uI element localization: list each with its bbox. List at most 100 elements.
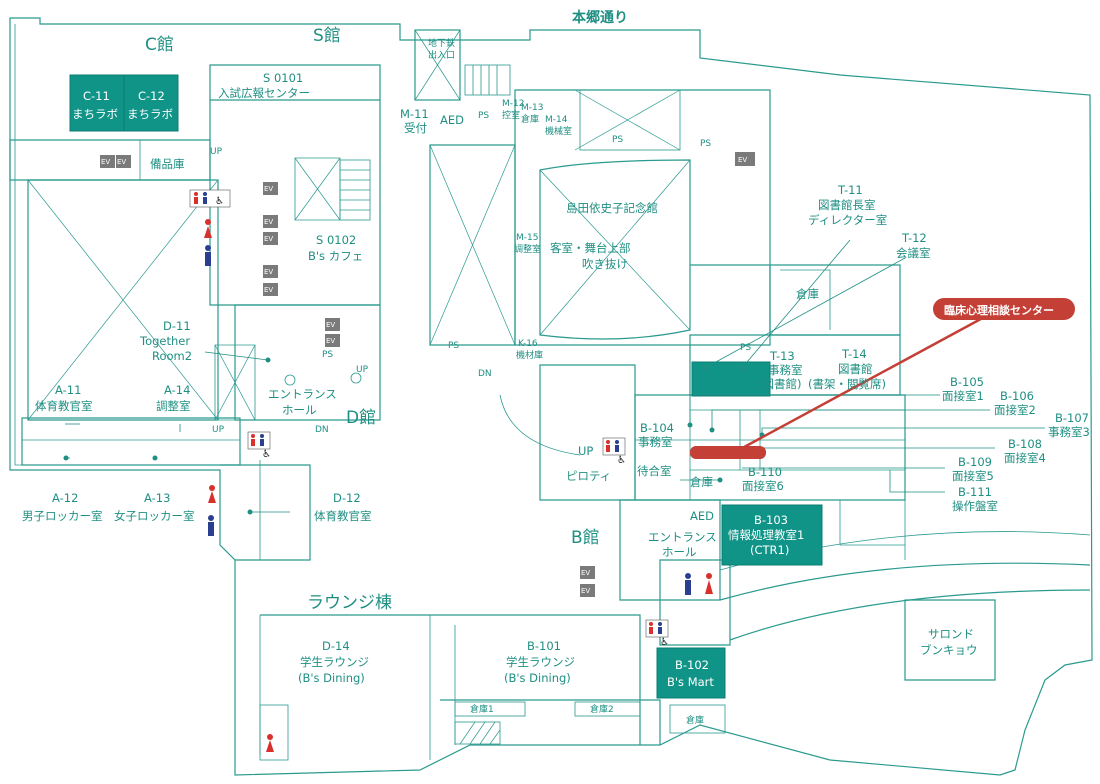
room-b102[interactable] bbox=[656, 647, 726, 699]
wheelchair-icon: ♿ bbox=[262, 449, 271, 460]
wheelchair-icon: ♿ bbox=[215, 196, 224, 207]
elevator-icon: EV bbox=[263, 182, 278, 195]
male-icon bbox=[208, 515, 214, 536]
svg-text:まちラボ: まちラボ bbox=[127, 107, 173, 121]
svg-text:A-14: A-14 bbox=[164, 383, 190, 397]
svg-text:♿: ♿ bbox=[617, 455, 626, 466]
svg-text:Together: Together bbox=[139, 334, 190, 348]
street-label: 本郷通り bbox=[572, 9, 628, 26]
male-icon bbox=[205, 245, 211, 266]
svg-text:客室・舞台上部: 客室・舞台上部 bbox=[550, 241, 631, 255]
svg-text:EV: EV bbox=[264, 235, 273, 243]
female-icon bbox=[208, 485, 216, 503]
svg-text:EV: EV bbox=[738, 156, 747, 164]
restroom-icon bbox=[189, 189, 231, 208]
svg-text:D-11: D-11 bbox=[163, 319, 191, 333]
building-s-label: S館 bbox=[313, 26, 341, 46]
male-icon bbox=[685, 573, 691, 595]
elevator-icon: EV bbox=[580, 584, 595, 597]
svg-text:体育教官室: 体育教官室 bbox=[314, 509, 372, 523]
svg-text:面接室4: 面接室4 bbox=[1004, 451, 1046, 465]
elevator-icon: EV bbox=[116, 155, 131, 168]
svg-text:Room2: Room2 bbox=[152, 349, 192, 363]
clinical-center-callout[interactable]: 臨床心理相談センター bbox=[690, 298, 1075, 459]
svg-text:AED: AED bbox=[440, 113, 464, 127]
svg-text:T-11: T-11 bbox=[837, 183, 863, 197]
svg-text:B-107: B-107 bbox=[1055, 411, 1089, 425]
svg-text:B-105: B-105 bbox=[950, 375, 984, 389]
svg-text:EV: EV bbox=[581, 569, 590, 577]
svg-text:T-14: T-14 bbox=[841, 347, 867, 361]
svg-text:A-12: A-12 bbox=[52, 491, 78, 505]
restroom-icon bbox=[247, 431, 271, 450]
svg-text:(図書館): (図書館) bbox=[758, 377, 801, 391]
svg-text:♿: ♿ bbox=[262, 449, 271, 460]
room-b103[interactable] bbox=[721, 504, 823, 566]
svg-text:B-104: B-104 bbox=[640, 421, 674, 435]
svg-text:待合室: 待合室 bbox=[637, 464, 672, 478]
svg-text:まちラボ: まちラボ bbox=[72, 107, 118, 121]
svg-text:男子ロッカー室: 男子ロッカー室 bbox=[22, 509, 103, 523]
svg-text:出入口: 出入口 bbox=[428, 49, 455, 61]
svg-text:M-13: M-13 bbox=[521, 103, 543, 113]
building-b-label: B館 bbox=[571, 528, 600, 548]
elevator-icon: EV bbox=[263, 265, 278, 278]
svg-text:T-12: T-12 bbox=[901, 231, 927, 245]
elevator-icon: EV bbox=[263, 215, 278, 228]
svg-text:地下鉄: 地下鉄 bbox=[428, 37, 455, 49]
svg-text:EV: EV bbox=[117, 158, 126, 166]
svg-text:M-12: M-12 bbox=[502, 99, 524, 109]
svg-text:UP: UP bbox=[210, 147, 223, 157]
svg-text:D-14: D-14 bbox=[322, 639, 350, 653]
svg-text:♿: ♿ bbox=[660, 637, 669, 648]
elevator-icon: EV bbox=[263, 232, 278, 245]
svg-text:面接室6: 面接室6 bbox=[742, 479, 784, 493]
svg-text:ディレクター室: ディレクター室 bbox=[808, 213, 887, 227]
female-icon bbox=[705, 573, 713, 594]
svg-text:EV: EV bbox=[264, 286, 273, 294]
svg-text:操作盤室: 操作盤室 bbox=[952, 499, 998, 513]
svg-text:学生ラウンジ: 学生ラウンジ bbox=[300, 655, 369, 669]
svg-text:M-15: M-15 bbox=[516, 233, 538, 243]
svg-text:EV: EV bbox=[264, 185, 273, 193]
svg-text:B-111: B-111 bbox=[958, 485, 992, 499]
female-icon bbox=[266, 734, 274, 752]
svg-text:事務室: 事務室 bbox=[768, 363, 803, 377]
svg-text:倉庫2: 倉庫2 bbox=[590, 703, 614, 715]
svg-text:事務室: 事務室 bbox=[638, 435, 673, 449]
svg-text:面接室2: 面接室2 bbox=[994, 403, 1036, 417]
svg-text:倉庫: 倉庫 bbox=[686, 714, 704, 726]
building-d-label: D館 bbox=[346, 408, 376, 428]
map-labels: 本郷通り C館 S館 D館 B館 ラウンジ棟 C-11 まちラボ C-12 まち… bbox=[22, 9, 1090, 726]
svg-text:EV: EV bbox=[264, 218, 273, 226]
svg-text:UP: UP bbox=[578, 444, 593, 458]
svg-text:控室: 控室 bbox=[502, 109, 520, 121]
building-lounge-label: ラウンジ棟 bbox=[307, 593, 392, 613]
building-outline bbox=[9, 17, 1093, 776]
svg-text:エントランス: エントランス bbox=[268, 387, 337, 401]
svg-text:D-12: D-12 bbox=[333, 491, 361, 505]
svg-text:K-16: K-16 bbox=[518, 339, 538, 349]
svg-text:面接室5: 面接室5 bbox=[952, 469, 994, 483]
svg-text:(CTR1): (CTR1) bbox=[750, 543, 789, 557]
svg-text:B's カフェ: B's カフェ bbox=[308, 249, 363, 263]
svg-text:会議室: 会議室 bbox=[896, 246, 931, 260]
svg-text:PS: PS bbox=[448, 341, 459, 351]
svg-text:調整室: 調整室 bbox=[514, 243, 541, 255]
svg-text:B-109: B-109 bbox=[958, 455, 992, 469]
svg-text:EV: EV bbox=[326, 337, 335, 345]
wheelchair-icon: ♿ bbox=[617, 455, 626, 466]
restroom-icon bbox=[645, 619, 669, 638]
svg-text:ホール: ホール bbox=[282, 403, 317, 417]
svg-text:情報処理教室1: 情報処理教室1 bbox=[728, 528, 804, 542]
elevator-icon: EV bbox=[735, 152, 755, 166]
svg-text:UP: UP bbox=[356, 365, 369, 375]
svg-text:B-106: B-106 bbox=[1000, 389, 1034, 403]
svg-text:倉庫: 倉庫 bbox=[796, 287, 819, 301]
svg-text:UP: UP bbox=[212, 425, 225, 435]
svg-text:PS: PS bbox=[740, 343, 751, 353]
elevator-icon: EV bbox=[325, 318, 340, 331]
svg-text:EV: EV bbox=[581, 587, 590, 595]
svg-text:PS: PS bbox=[478, 111, 489, 121]
